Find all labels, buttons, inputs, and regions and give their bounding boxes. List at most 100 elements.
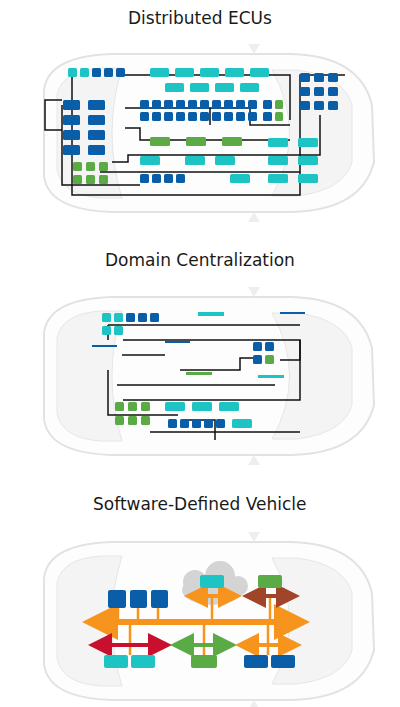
ecu-block	[280, 312, 305, 314]
ecu-block	[157, 381, 166, 382]
ecu-block	[165, 341, 190, 343]
ecu-block	[186, 372, 212, 375]
ecu-block	[258, 375, 284, 378]
ecu-block	[165, 341, 190, 343]
ecu-block	[88, 100, 105, 110]
ecu-block	[92, 345, 117, 347]
ecu-block	[165, 341, 190, 343]
ecu-block	[268, 138, 288, 147]
ecu-block	[275, 100, 283, 109]
ecu-block	[280, 312, 305, 314]
ecu-block	[258, 375, 284, 378]
ecu-block	[248, 100, 257, 109]
ecu-block	[280, 312, 305, 314]
ecu-block	[186, 372, 212, 375]
ecu-block	[165, 341, 190, 343]
ecu-block	[115, 402, 124, 411]
ecu-block	[73, 162, 82, 171]
ecu-block	[63, 145, 80, 155]
ecu-block	[258, 375, 284, 378]
ecu-block	[258, 375, 284, 378]
ecu-block	[185, 156, 205, 165]
ecu-block	[258, 375, 284, 378]
ecu-block	[186, 372, 212, 375]
ecu-block	[258, 375, 284, 378]
ecu-block	[250, 68, 269, 77]
ecu-block	[280, 312, 305, 314]
ecu-block	[157, 381, 166, 382]
ecu-block	[280, 312, 305, 314]
ecu-block	[258, 375, 284, 378]
ecu-block	[92, 345, 117, 347]
ecu-block	[328, 101, 338, 110]
ecu-block	[258, 375, 284, 378]
ecu-block	[115, 416, 124, 425]
ecu-block	[280, 312, 305, 314]
ecu-block	[186, 372, 212, 375]
ecu-block	[280, 312, 305, 314]
ecu-block	[258, 375, 284, 378]
ecu-block	[232, 419, 252, 428]
ecu-block	[192, 402, 212, 411]
ecu-block	[186, 372, 212, 375]
ecu-block	[138, 313, 147, 322]
ecu-block	[215, 83, 234, 92]
ecu-block	[268, 174, 288, 183]
ecu-block	[165, 341, 190, 343]
ecu-block	[63, 100, 80, 110]
ecu-block	[157, 381, 166, 382]
ecu-block	[165, 341, 190, 343]
ecu-block	[186, 372, 212, 375]
ecu-block	[186, 372, 212, 375]
ecu-block	[165, 341, 190, 343]
ecu-block	[186, 372, 212, 375]
ecu-block	[80, 68, 89, 77]
ecu-block	[253, 342, 262, 351]
ecu-block	[165, 341, 190, 343]
ecu-block	[190, 83, 209, 92]
ecu-block	[186, 372, 212, 375]
ecu-block	[150, 68, 169, 77]
ecu-block	[165, 341, 190, 343]
ecu-block	[88, 115, 105, 125]
ecu-block	[258, 375, 284, 378]
ecu-block	[198, 312, 224, 316]
ecu-block	[200, 68, 219, 77]
ecu-block	[228, 381, 237, 382]
ecu-block	[140, 100, 149, 109]
ecu-block	[157, 381, 166, 382]
ecu-block	[298, 174, 318, 183]
ecu-block	[314, 73, 324, 82]
ecu-block	[230, 174, 250, 183]
section-title: Domain Centralization	[105, 250, 295, 270]
ecu-block	[186, 372, 212, 375]
ecu-block	[198, 312, 224, 316]
ecu-block	[268, 156, 288, 165]
ecu-block	[164, 100, 173, 109]
ecu-block	[157, 381, 166, 382]
ecu-block	[222, 137, 242, 146]
ecu-block	[92, 345, 117, 347]
ecu-block	[186, 372, 212, 375]
ecu-block	[186, 372, 212, 375]
ecu-block	[228, 381, 237, 382]
ecu-block	[280, 312, 305, 314]
ecu-block	[298, 156, 318, 165]
ecu-block	[198, 312, 224, 316]
ecu-block	[258, 375, 284, 378]
ecu-block	[186, 372, 212, 375]
ecu-block	[63, 115, 80, 125]
ecu-block	[140, 112, 149, 121]
ecu-block	[165, 341, 190, 343]
ecu-block	[258, 375, 284, 378]
ecu-block	[280, 312, 305, 314]
ecu-block	[157, 381, 166, 382]
ecu-block	[73, 175, 82, 184]
ecu-block	[314, 101, 324, 110]
ecu-block	[63, 130, 80, 140]
ecu-block	[198, 312, 224, 316]
ecu-block	[104, 68, 113, 77]
ecu-block	[92, 345, 117, 347]
ecu-block	[228, 381, 237, 382]
ecu-block	[92, 345, 117, 347]
